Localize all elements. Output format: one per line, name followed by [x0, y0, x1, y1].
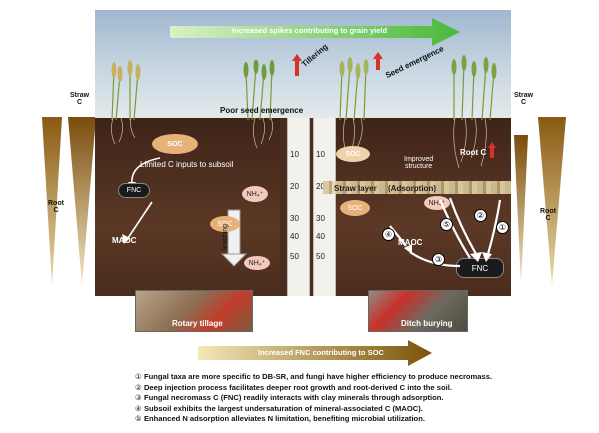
note-2-number: ② [135, 382, 142, 392]
soc-oval-right: SOC [336, 146, 370, 162]
seed-emergence-arrow-icon [373, 52, 383, 70]
fnc-node-left: FNC [118, 183, 150, 198]
note-item-2: ② Deep injection process facilitates dee… [135, 383, 575, 394]
ruler-left-tick-40: 40 [290, 232, 299, 241]
ruler-right-tick-30: 30 [316, 214, 325, 223]
roots-texture [111, 118, 487, 169]
soc-oval-right-lower: SOC [340, 200, 370, 216]
depth-ruler-right: 10 20 30 40 50 [313, 118, 336, 296]
tillering-arrow-icon [292, 54, 302, 76]
note-3-number: ③ [135, 393, 142, 402]
marker-1: ① [496, 221, 509, 234]
ruler-right-tick-10: 10 [316, 150, 325, 159]
note-item-3: ③ Fungal necromass C (FNC) readily inter… [135, 393, 575, 404]
ditch-burying-photo: Ditch burying [368, 290, 468, 332]
ruler-left-tick-30: 30 [290, 214, 299, 223]
yield-arrow [170, 18, 460, 46]
note-4-text: Subsoil exhibits the largest undersatura… [143, 403, 423, 413]
left-straw-wedge [42, 117, 62, 285]
marker-3: ③ [432, 253, 445, 266]
straw-layer-band [323, 181, 511, 194]
note-5-text: Enhanced N adsorption alleviates N limit… [143, 414, 425, 423]
maoc-label-right: MAOC [398, 238, 423, 247]
right-straw-wedge [538, 117, 566, 285]
note-5-number: ⑤ [135, 414, 142, 423]
left-root-c-label: Root C [48, 200, 64, 214]
yield-arrow-label: Increased spikes contributing to grain y… [232, 26, 388, 35]
right-root-wedge [514, 135, 528, 285]
note-item-1: ① Fungal taxa are more specific to DB-SR… [135, 372, 575, 383]
ruler-left-tick-50: 50 [290, 252, 299, 261]
straw-layer-label: Straw layer [334, 184, 377, 193]
soc-oval-left-small: SOC [210, 216, 240, 232]
fnc-node-right: FNC [456, 258, 504, 278]
left-carbon-wedges [42, 117, 96, 285]
ruler-right-tick-20: 20 [316, 182, 325, 191]
fnc-soc-arrow-label: Increased FNC contributing to SOC [258, 348, 384, 357]
ruler-right-tick-50: 50 [316, 252, 325, 261]
notes-list: ① Fungal taxa are more specific to DB-SR… [135, 372, 575, 425]
rotary-tillage-label: Rotary tillage [172, 319, 223, 328]
left-root-wedge [68, 117, 96, 285]
wheat-plants-right [339, 55, 497, 121]
marker-5: ⑤ [440, 218, 453, 231]
leaching-label: leaching [222, 223, 229, 250]
ruler-left-tick-10: 10 [290, 150, 299, 159]
root-c-up-arrow-icon [488, 142, 496, 158]
right-root-c-label: Root C [540, 208, 556, 222]
root-c-label: Root C [460, 148, 487, 157]
maoc-label-left: MAOC [112, 236, 137, 245]
note-1-number: ① [135, 372, 142, 381]
right-straw-c-label: Straw C [514, 92, 534, 106]
wheat-plants-left [111, 60, 275, 121]
marker-2: ② [474, 209, 487, 222]
fnc-soc-arrow [198, 340, 432, 366]
improved-structure-label: Improved structure [404, 156, 434, 170]
limited-c-label: Limited C inputs to subsoil [140, 160, 234, 169]
soc-oval-left: SOC [152, 134, 198, 154]
ditch-burying-label: Ditch burying [401, 319, 453, 328]
marker-4: ④ [382, 228, 395, 241]
ruler-right-tick-40: 40 [316, 232, 325, 241]
nh4-oval-left-top: NH₄⁺ [242, 186, 268, 202]
rotary-tillage-photo: Rotary tillage [135, 290, 253, 332]
left-straw-c-label: Straw C [70, 92, 90, 106]
note-2-text: Deep injection process facilitates deepe… [143, 382, 452, 392]
note-4-number: ④ [135, 403, 142, 413]
note-item-4: ④ Subsoil exhibits the largest undersatu… [135, 404, 575, 415]
right-carbon-wedges [514, 117, 566, 285]
note-item-5: ⑤ Enhanced N adsorption alleviates N lim… [135, 414, 575, 425]
depth-ruler-left: 10 20 30 40 50 [287, 118, 310, 296]
poor-seed-emergence-label: Poor seed emergence [220, 106, 304, 115]
adsorption-label: (Adsorption) [388, 184, 436, 193]
nh4-oval-left-bottom: NH₄⁺ [244, 256, 270, 270]
note-3-text: Fungal necromass C (FNC) readily interac… [143, 393, 444, 402]
note-1-text: Fungal taxa are more specific to DB-SR, … [143, 372, 493, 381]
ruler-left-tick-20: 20 [290, 182, 299, 191]
